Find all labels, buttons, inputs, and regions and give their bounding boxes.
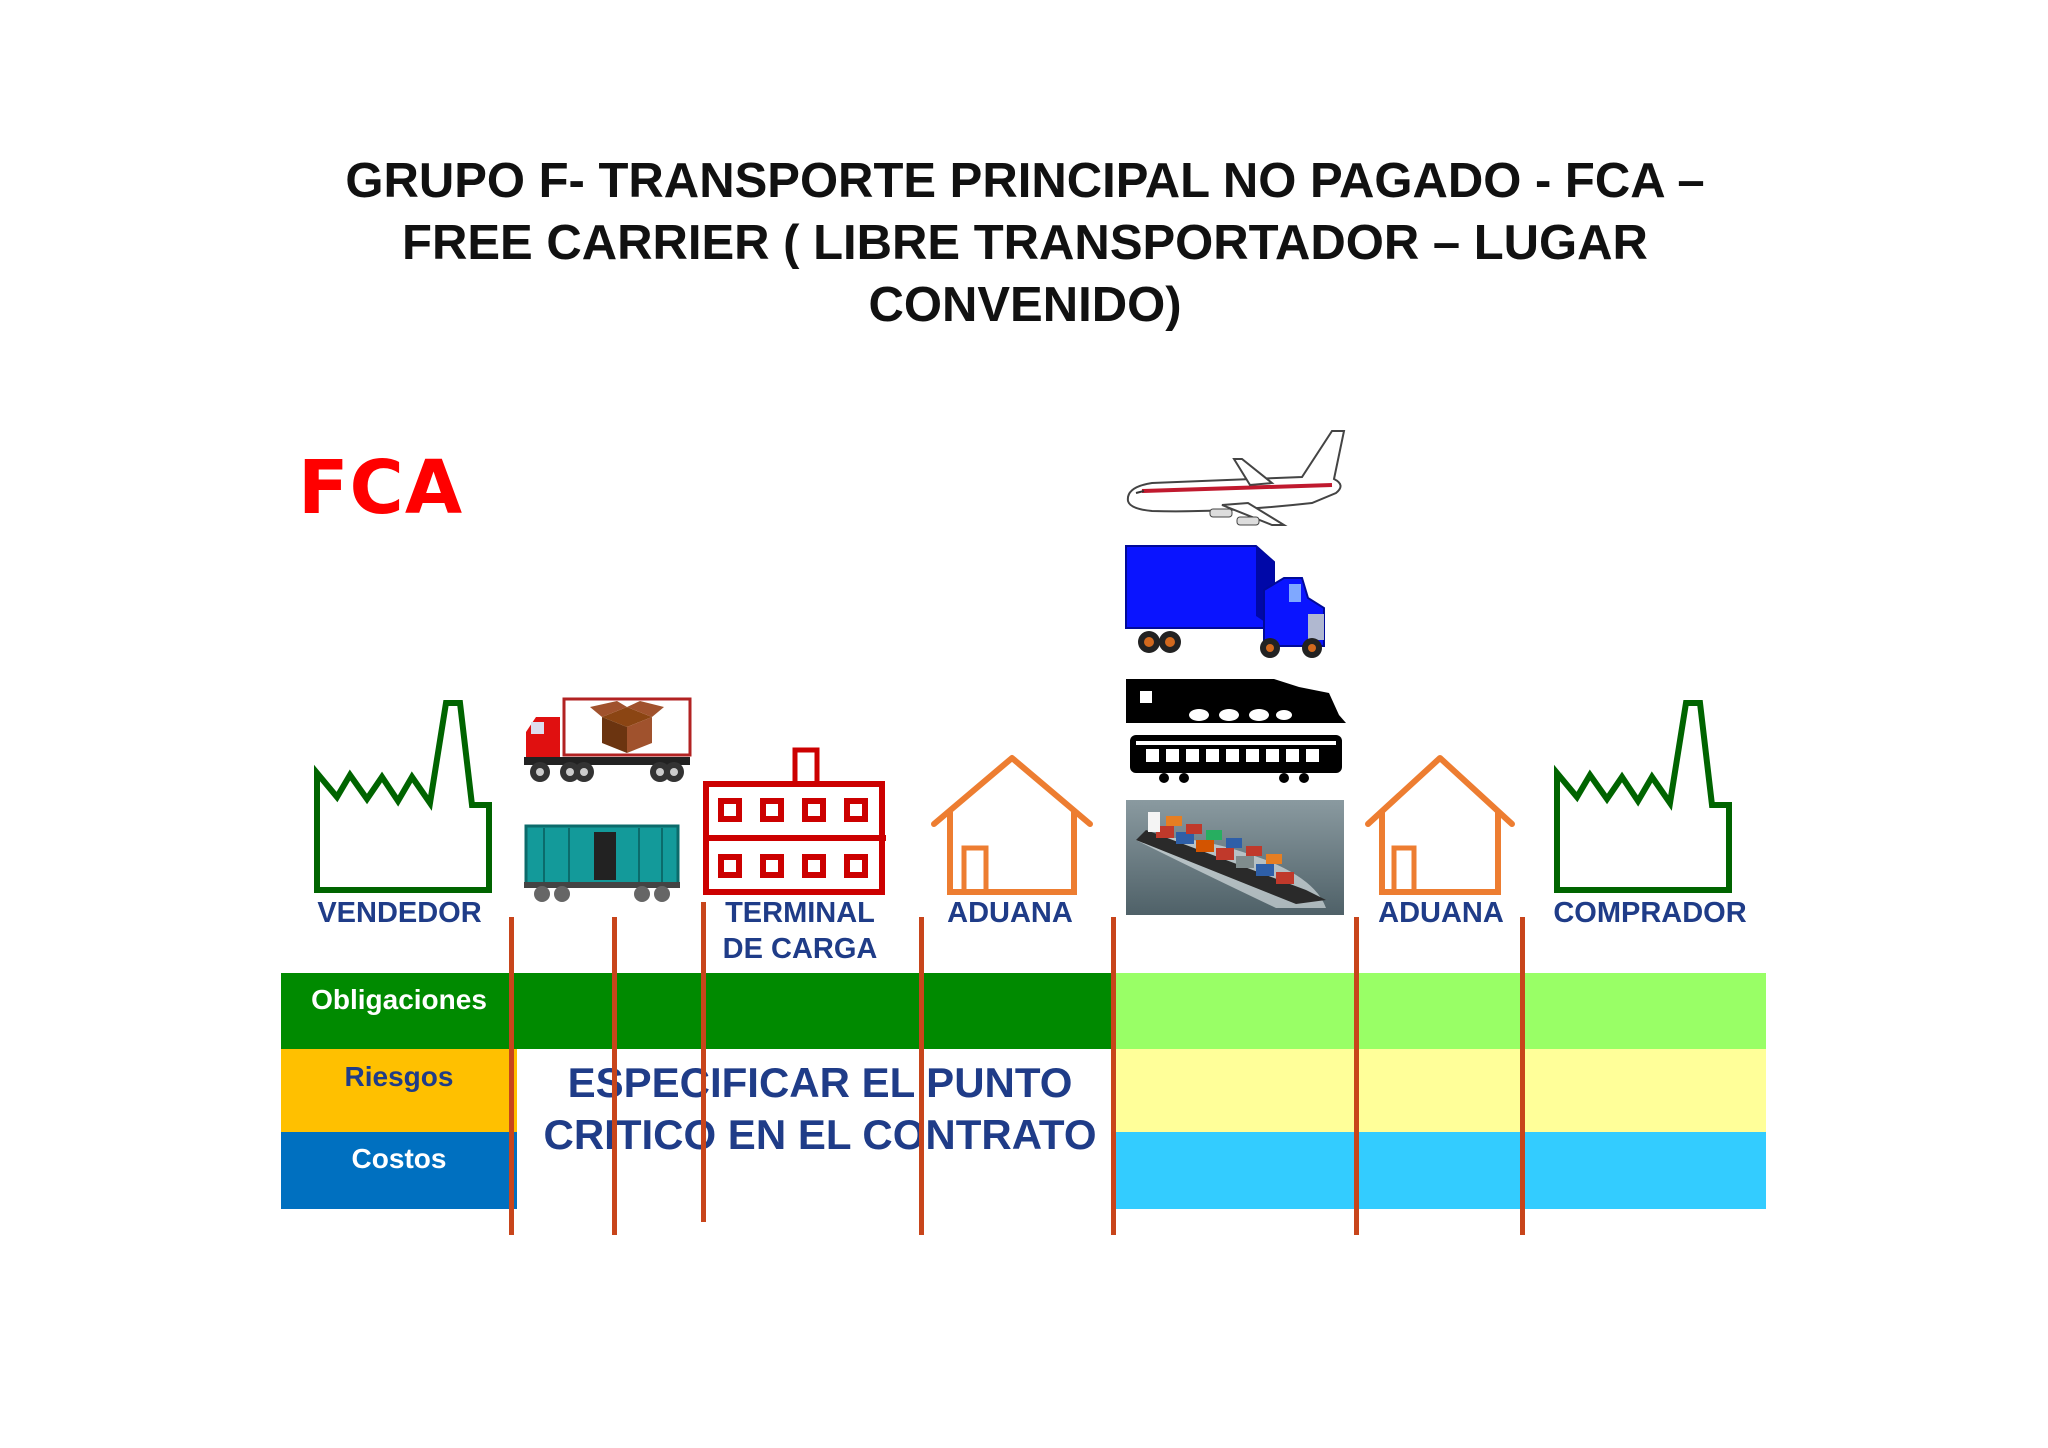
riesgos-label: Riesgos — [344, 1061, 454, 1092]
page-title: GRUPO F- TRANSPORTE PRINCIPAL NO PAGADO … — [250, 150, 1800, 336]
divider-line — [612, 917, 617, 1235]
terminal-label-line2: DE CARGA — [722, 933, 878, 965]
divider-line — [701, 902, 706, 1222]
obligaciones-seller-band — [281, 973, 1115, 1049]
container-ship-icon — [1126, 800, 1344, 915]
divider-line — [1111, 917, 1116, 1235]
critical-note-line2: CRITICO EN EL CONTRATO — [543, 1111, 1097, 1158]
customs-house-icon — [1365, 755, 1515, 895]
title-line-2: FREE CARRIER ( LIBRE TRANSPORTADOR – LUG… — [402, 216, 1648, 270]
airplane-icon — [1126, 430, 1346, 526]
aduana-label-1: ADUANA — [947, 897, 1073, 929]
terminal-building-icon — [703, 747, 886, 895]
costos-label: Costos — [351, 1143, 447, 1174]
obligaciones-label: Obligaciones — [311, 984, 487, 1015]
terminal-label-line1: TERMINAL — [725, 897, 875, 929]
title-line-3: CONVENIDO) — [868, 278, 1182, 332]
vendedor-label: VENDEDOR — [317, 897, 482, 929]
costos-buyer-band — [1115, 1132, 1766, 1209]
divider-line — [919, 917, 924, 1235]
customs-house-icon — [931, 755, 1093, 895]
title-line-1: GRUPO F- TRANSPORTE PRINCIPAL NO PAGADO … — [345, 154, 1705, 208]
costos-seller-band — [281, 1132, 517, 1209]
boxcar-icon — [524, 824, 680, 902]
train-icon — [1126, 679, 1346, 783]
seller-factory-icon — [314, 700, 492, 893]
blue-truck-icon — [1125, 545, 1325, 658]
aduana-label-2: ADUANA — [1378, 897, 1504, 929]
delivery-truck-icon — [524, 697, 692, 782]
fca-logo: FCA — [298, 445, 464, 531]
critical-point-note: ESPECIFICAR EL PUNTO CRITICO EN EL CONTR… — [520, 1057, 1120, 1161]
divider-line — [1354, 917, 1359, 1235]
divider-line — [509, 917, 514, 1235]
critical-note-line1: ESPECIFICAR EL PUNTO — [567, 1059, 1073, 1106]
riesgos-seller-band — [281, 1049, 517, 1132]
terminal-label: TERMINAL DE CARGA — [700, 895, 900, 967]
comprador-label: COMPRADOR — [1553, 897, 1747, 929]
obligaciones-buyer-band — [1115, 973, 1766, 1049]
divider-line — [1520, 917, 1525, 1235]
buyer-factory-icon — [1554, 700, 1732, 893]
riesgos-buyer-band — [1115, 1049, 1766, 1132]
